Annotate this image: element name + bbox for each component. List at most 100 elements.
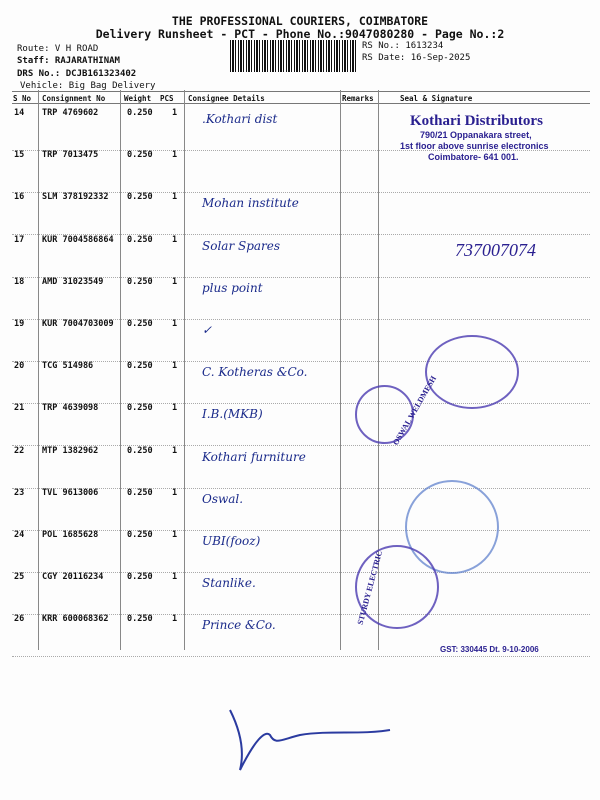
pieces: 1 <box>172 192 178 203</box>
col-weight: Weight <box>124 94 152 103</box>
signature <box>229 709 391 771</box>
weight: 0.250 <box>127 403 153 414</box>
divider <box>38 90 39 650</box>
consignment-number: CGY 20116234 <box>42 572 104 583</box>
serial-number: 16 <box>14 192 25 203</box>
pieces: 1 <box>172 361 178 372</box>
consignment-number: KUR 7004703009 <box>42 319 114 329</box>
kothari-stamp-address: 790/21 Oppanakara street, <box>420 130 532 140</box>
table-row: 20 TCG 514986 0.250 1 C. Kotheras &Co. <box>12 361 590 405</box>
weight: 0.250 <box>127 572 153 583</box>
divider <box>184 90 185 650</box>
route: Route: V H ROAD <box>17 44 99 54</box>
consignment-number: TRP 4639098 <box>42 403 99 414</box>
consignment-number: KRR 600068362 <box>42 614 109 625</box>
serial-number: 25 <box>14 572 25 583</box>
weight: 0.250 <box>127 361 153 372</box>
pieces: 1 <box>172 487 178 498</box>
consignment-number: TVL 9613006 <box>42 487 99 498</box>
pieces: 1 <box>172 150 178 161</box>
table-row: 23 TVL 9613006 0.250 1 Oswal. <box>12 488 590 531</box>
kothari-stamp-address: Coimbatore- 641 001. <box>428 152 519 162</box>
weight: 0.250 <box>127 319 153 329</box>
consignment-number: TCG 514986 <box>42 361 94 372</box>
serial-number: 24 <box>14 530 25 540</box>
consignment-number: SLM 378192332 <box>42 192 109 203</box>
consignee-details: Mohan institute <box>202 196 299 211</box>
serial-number: 15 <box>14 150 25 161</box>
pieces: 1 <box>172 276 178 287</box>
consignee-details: .Kothari dist <box>202 112 278 126</box>
weight: 0.250 <box>127 150 153 161</box>
consignee-details: Solar Spares <box>202 238 281 253</box>
round-seal <box>355 385 414 444</box>
weight: 0.250 <box>127 276 153 287</box>
consignment-number: AMD 31023549 <box>42 276 104 287</box>
serial-number: 23 <box>14 487 25 498</box>
col-pcs: PCS <box>160 94 174 103</box>
pieces: 1 <box>172 108 178 118</box>
drs-number: DRS No.: DCJB161323402 <box>17 69 137 79</box>
col-consignment: Consignment No <box>42 94 106 103</box>
serial-number: 21 <box>14 403 25 414</box>
consignee-details: Oswal. <box>202 491 244 506</box>
col-sno: S No <box>13 94 32 103</box>
pieces: 1 <box>172 614 178 625</box>
serial-number: 26 <box>14 614 25 625</box>
table-row: 21 TRP 4639098 0.250 1 I.B.(MKB) <box>12 403 590 447</box>
consignee-details: plus point <box>202 280 263 295</box>
consignment-number: MTP 1382962 <box>42 445 99 456</box>
col-seal: Seal & Signature <box>400 94 473 103</box>
pieces: 1 <box>172 319 178 329</box>
table-row: 26 KRR 600068362 0.250 1 Prince &Co. <box>12 614 590 658</box>
serial-number: 17 <box>14 234 25 245</box>
company-title: THE PROFESSIONAL COURIERS, COIMBATORE <box>171 14 429 28</box>
company-seal <box>425 335 519 409</box>
barcode <box>230 40 358 72</box>
consignee-details: Stanlike. <box>202 576 256 591</box>
gst-stamp: GST: 330445 Dt. 9-10-2006 <box>440 645 539 654</box>
weight: 0.250 <box>127 192 153 203</box>
pieces: 1 <box>172 445 178 456</box>
staff: Staff: RAJARATHINAM <box>17 56 120 66</box>
runsheet-subtitle: Delivery Runsheet - PCT - Phone No.:9047… <box>95 27 505 41</box>
consignment-number: KUR 7004586864 <box>42 234 114 245</box>
rs-date: RS Date: 16-Sep-2025 <box>362 53 471 63</box>
consignee-details: ✓ <box>202 323 213 337</box>
divider <box>378 90 379 650</box>
divider <box>12 103 590 104</box>
sturdy-seal <box>355 545 439 629</box>
consignment-number: TRP 7013475 <box>42 150 99 161</box>
table-row: 19 KUR 7004703009 0.250 1 ✓ <box>12 319 590 362</box>
kothari-stamp-address: 1st floor above sunrise electronics <box>400 141 549 151</box>
consignee-details: I.B.(MKB) <box>202 407 263 422</box>
consignee-details: C. Kotheras &Co. <box>202 365 308 380</box>
col-consignee: Consignee Details <box>188 94 265 103</box>
serial-number: 20 <box>14 361 25 372</box>
consignment-number: TRP 4769602 <box>42 108 99 118</box>
divider <box>12 91 590 92</box>
divider <box>340 90 341 650</box>
table-row: 15 TRP 7013475 0.250 1 <box>12 150 590 194</box>
weight: 0.250 <box>127 234 153 245</box>
weight: 0.250 <box>127 487 153 498</box>
serial-number: 19 <box>14 319 25 329</box>
kothari-stamp-name: Kothari Distributors <box>410 113 543 129</box>
vehicle: Vehicle: Big Bag Delivery <box>20 81 156 91</box>
rs-number: RS No.: 1613234 <box>362 41 444 51</box>
divider <box>120 90 121 650</box>
weight: 0.250 <box>127 614 153 625</box>
pieces: 1 <box>172 403 178 414</box>
pieces: 1 <box>172 530 178 540</box>
weight: 0.250 <box>127 445 153 456</box>
oswal-seal <box>405 480 499 574</box>
weight: 0.250 <box>127 530 153 540</box>
consignee-details: Prince &Co. <box>202 618 276 633</box>
